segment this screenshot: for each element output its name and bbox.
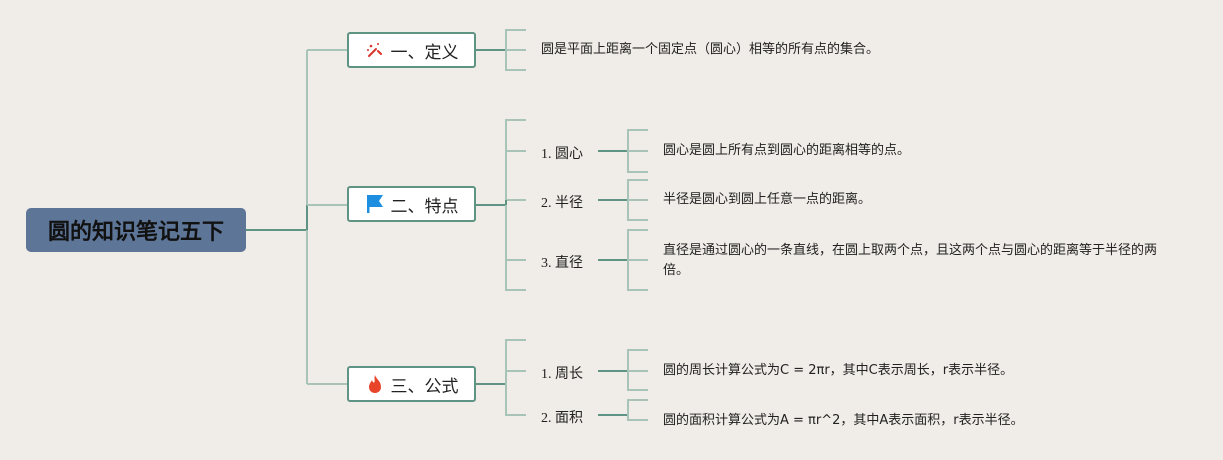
leaf-circumference: 圆的周长计算公式为C = 2πr，其中C表示周长，r表示半径。: [663, 363, 1014, 378]
branch-features[interactable]: 二、特点: [347, 186, 476, 222]
subtopic-diameter[interactable]: 3. 直径: [541, 256, 583, 271]
branch-label: 一、定义: [390, 42, 459, 63]
subtopic-center[interactable]: 1. 圆心: [541, 147, 583, 162]
bracket-d2: [627, 399, 648, 421]
leaf-diameter: 直径是通过圆心的一条直线，在圆上取两个点，且这两个点与圆心的距离等于半径的两倍。: [663, 243, 1158, 278]
magic-wand-icon: [365, 40, 385, 60]
bracket-d1: [627, 349, 648, 391]
leaf-center: 圆心是圆上所有点到圆心的距离相等的点。: [663, 143, 911, 158]
leaf-definition: 圆是平面上距离一个固定点（圆心）相等的所有点的集合。: [541, 42, 880, 57]
leaf-area: 圆的面积计算公式为A = πr^2，其中A表示面积，r表示半径。: [663, 413, 1024, 428]
branch-label: 二、特点: [390, 196, 459, 217]
flag-icon: [365, 194, 385, 214]
subtopic-radius[interactable]: 2. 半径: [541, 196, 583, 211]
root-title: 圆的知识笔记五下: [47, 220, 224, 245]
bracket-b1: [505, 29, 526, 71]
branch-definition[interactable]: 一、定义: [347, 32, 476, 68]
branch-label: 三、公式: [390, 376, 459, 397]
leaf-radius: 半径是圆心到圆上任意一点的距离。: [663, 192, 872, 207]
branch-formulas[interactable]: 三、公式: [347, 366, 476, 402]
subtopic-circumference[interactable]: 1. 周长: [541, 367, 583, 382]
fire-icon: [365, 374, 385, 394]
subtopic-area[interactable]: 2. 面积: [541, 411, 583, 426]
root-topic[interactable]: 圆的知识笔记五下: [26, 208, 246, 252]
bracket-c1: [627, 129, 648, 173]
bracket-b2: [505, 119, 526, 291]
bracket-b3: [505, 339, 526, 416]
bracket-c3: [627, 229, 648, 291]
bracket-c2: [627, 179, 648, 221]
